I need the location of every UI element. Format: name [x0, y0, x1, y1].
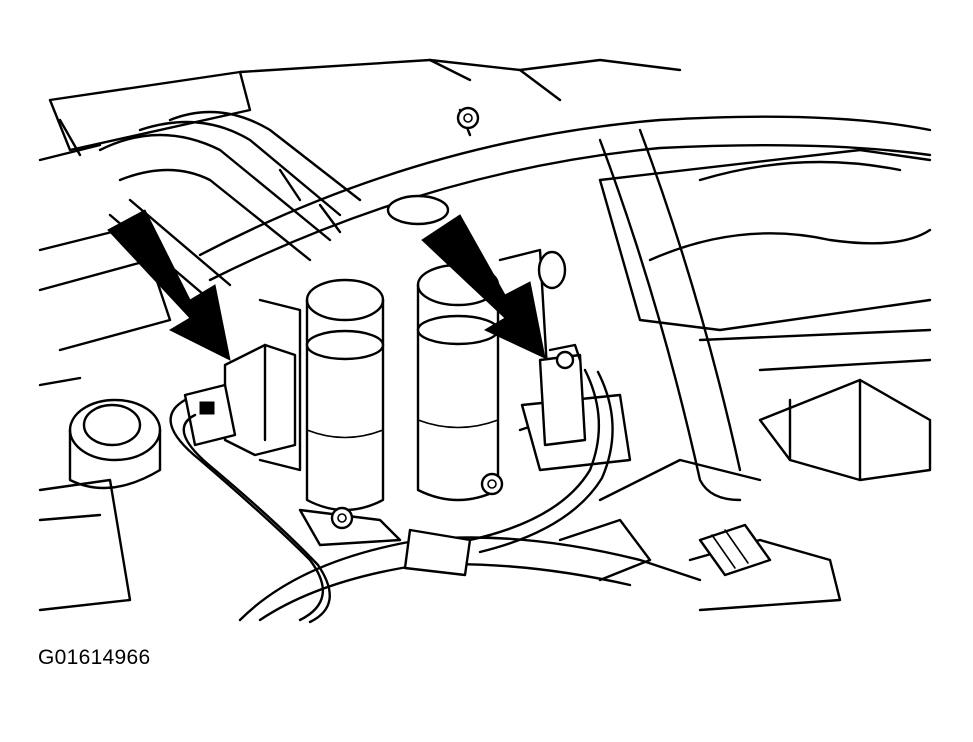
right-sensor-wire: [468, 368, 614, 554]
wire-harness: [238, 523, 772, 622]
left-boss: [68, 398, 162, 490]
bolt-lower-left: [330, 506, 354, 530]
arrow-left-sensor: [107, 209, 231, 361]
vertical-hose: [598, 128, 742, 502]
bolt-right: [537, 250, 567, 290]
right-sensor-connector: [520, 343, 632, 472]
left-sensor-wire: [169, 398, 331, 624]
left-sensor-connector: [183, 343, 297, 457]
vacuum-hose: [198, 108, 932, 282]
bolt-lower-center: [480, 472, 504, 496]
left-cylinder: [305, 278, 385, 512]
engine-background-frame: [38, 58, 932, 612]
ignition-wire-bundle: [98, 110, 362, 302]
right-cylinder: [386, 194, 500, 502]
figure-id-label: G01614966: [38, 646, 151, 669]
arrow-right-sensor: [421, 214, 546, 359]
bolt-top: [456, 106, 480, 130]
